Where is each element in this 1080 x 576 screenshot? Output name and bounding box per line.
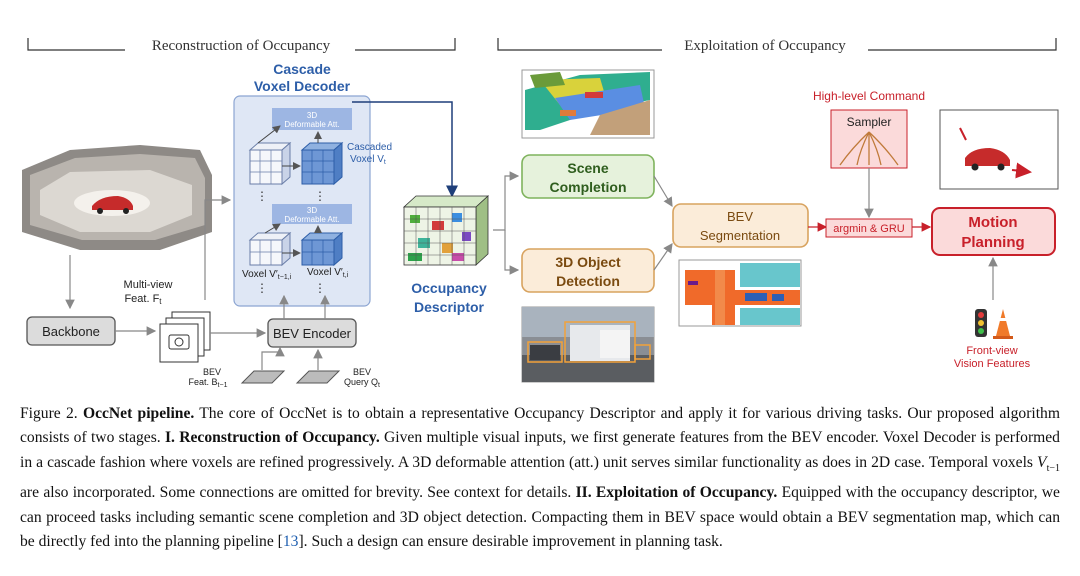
caption-text-2: Given multiple visual inputs, we first g… <box>20 429 1060 471</box>
bev-segmentation-box <box>672 203 809 248</box>
high-level-command-label: High-level Command <box>813 89 925 103</box>
caption-var-sub: t−1 <box>1046 462 1060 474</box>
sampler-label: Sampler <box>847 115 892 129</box>
caption-title: OccNet pipeline. <box>82 405 195 422</box>
occ-desc-label-1: Occupancy <box>411 280 487 296</box>
deformable-att-top <box>272 108 352 130</box>
caption-text-1: The core of OccNet is to obtain a repres… <box>20 405 1060 447</box>
bev-seg-label-1: BEV <box>727 209 753 224</box>
backbone-label: Backbone <box>42 324 100 339</box>
caption-fig-label: Figure 2. <box>20 405 78 422</box>
bev-query-label-2: Query Qt <box>344 377 380 389</box>
voxel-cube-top-left <box>248 141 292 186</box>
dots-left-2: ⋮ <box>256 281 268 295</box>
bev-feat-label-2: Feat. Bt−1 <box>189 377 228 389</box>
occ-desc-label-2: Descriptor <box>414 299 485 315</box>
bev-feat-plane <box>240 370 286 384</box>
scene-completion-image <box>521 69 655 139</box>
deformable-att-bottom <box>272 204 352 224</box>
sampler-curves-icon <box>839 131 899 166</box>
argmin-gru-box <box>825 218 913 238</box>
camera-stack-icon <box>159 311 211 363</box>
frontview-label-1: Front-view <box>966 345 1017 357</box>
bev-encoder-label: BEV Encoder <box>273 326 352 341</box>
caption-text-3: are also incorporated. Some connections … <box>20 484 576 502</box>
caption-stage-2: II. Exploitation of Occupancy. <box>575 484 778 502</box>
figure-caption: Figure 2. OccNet pipeline. The core of O… <box>20 402 1060 555</box>
argmin-gru-label: argmin & GRU <box>833 223 905 235</box>
traffic-cone-icon <box>993 309 1013 339</box>
bev-query-plane <box>295 370 341 384</box>
voxel-label-left: Voxel V′t−1,i <box>242 269 292 281</box>
multiview-label-1: Multi-view <box>124 279 173 291</box>
caption-text-4: Equipped with the occupancy descriptor, … <box>20 484 1060 551</box>
dots-right-2: ⋮ <box>314 281 326 295</box>
motion-planning-label-1: Motion <box>968 214 1017 231</box>
motion-planning-box <box>931 207 1056 256</box>
dots-right: ⋮ <box>314 189 326 203</box>
section-header-right <box>497 38 1057 51</box>
caption-var: V <box>1037 453 1047 471</box>
voxel-cube-bottom-right <box>300 231 344 267</box>
section-title-exploitation: Exploitation of Occupancy <box>684 38 846 54</box>
bev-encoder-box <box>267 318 357 348</box>
cascaded-voxel-label-2: Voxel Vt <box>350 154 386 166</box>
section-header-left <box>27 38 456 51</box>
deformable-att-top-1: 3D <box>307 111 317 120</box>
decoder-title-1: Cascade <box>273 61 331 77</box>
deformable-att-bottom-1: 3D <box>307 206 317 215</box>
traffic-light-icon <box>975 309 987 337</box>
scene-completion-label-2: Completion <box>550 179 627 195</box>
voxel-label-right: Voxel V′t,i <box>307 267 349 279</box>
bev-feat-label-1: BEV <box>203 367 221 377</box>
dots-left: ⋮ <box>256 189 268 203</box>
decoder-title-2: Voxel Decoder <box>254 78 351 94</box>
caption-stage-1: I. Reconstruction of Occupancy. <box>164 429 380 447</box>
panorama-image <box>22 145 212 250</box>
bev-map-image <box>678 259 802 327</box>
cascaded-voxel-label-1: Cascaded <box>347 142 392 153</box>
pipeline-figure: Reconstruction of Occupancy Exploitation… <box>22 38 1059 389</box>
bev-query-label-1: BEV <box>353 367 371 377</box>
deformable-att-bottom-2: Deformable Att. <box>284 215 339 224</box>
voxel-cube-top-right <box>300 141 344 186</box>
planning-car-image <box>939 109 1059 190</box>
voxel-cube-bottom-left <box>248 231 292 267</box>
multiview-label-2: Feat. Ft <box>124 293 162 306</box>
section-title-reconstruction: Reconstruction of Occupancy <box>152 38 331 54</box>
bev-seg-label-2: Segmentation <box>700 228 780 243</box>
caption-text-5: ]. Such a design can ensure desirable im… <box>298 533 723 551</box>
detection-box <box>521 248 655 293</box>
detection-image <box>521 306 655 383</box>
caption-citation-link[interactable]: 13 <box>282 533 299 551</box>
scene-completion-label-1: Scene <box>567 160 608 176</box>
detection-label-1: 3D Object <box>555 254 621 270</box>
deformable-att-top-2: Deformable Att. <box>284 120 339 129</box>
detection-label-2: Detection <box>556 273 620 289</box>
occupancy-descriptor-cube <box>402 195 490 266</box>
motion-planning-label-2: Planning <box>961 234 1024 251</box>
frontview-label-2: Vision Features <box>954 358 1031 370</box>
